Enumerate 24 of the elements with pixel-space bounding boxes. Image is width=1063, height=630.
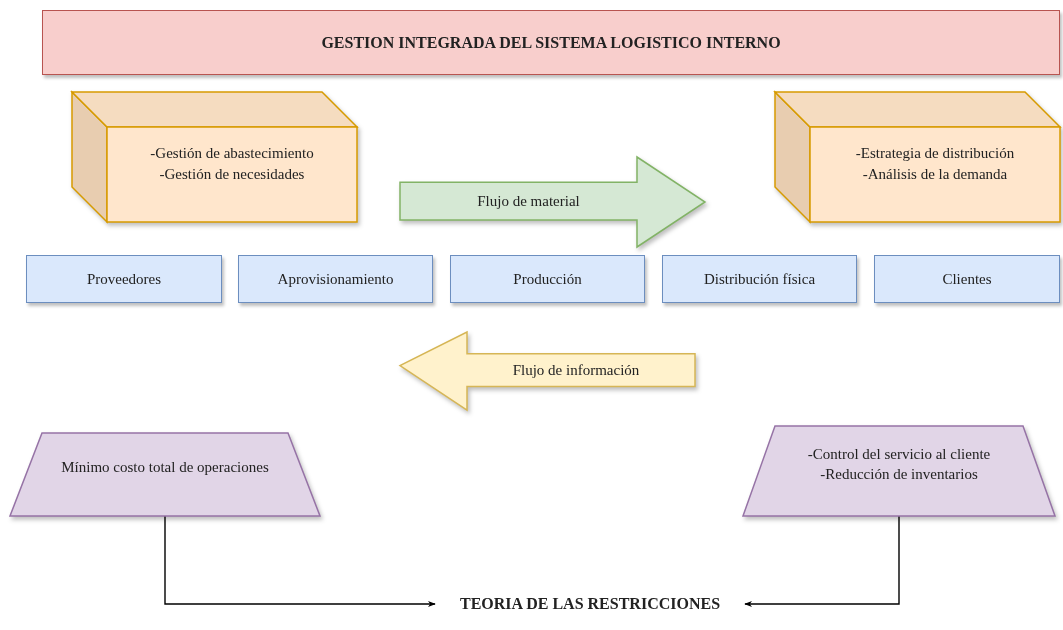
node-text: Clientes — [942, 269, 992, 289]
title-banner — [42, 10, 1060, 75]
process-box — [238, 255, 433, 303]
node-text: Distribución física — [703, 269, 816, 289]
node-text: -Análisis de la demanda — [862, 164, 1008, 184]
node-text: Proveedores — [86, 269, 162, 289]
connector-arrow — [164, 515, 436, 608]
node-text: GESTION INTEGRADA DEL SISTEMA LOGISTICO INTERNO — [321, 32, 781, 53]
process-box — [450, 255, 645, 303]
connector-arrow — [744, 515, 900, 608]
node-text: -Gestión de necesidades — [159, 164, 305, 184]
node-text: Mínimo costo total de operaciones — [61, 458, 269, 478]
node-text: Aprovisionamiento — [277, 269, 394, 289]
node-text: Producción — [513, 269, 582, 289]
node-text: TEORIA DE LAS RESTRICCIONES — [459, 594, 721, 615]
node-text: -Reducción de inventarios — [820, 465, 978, 484]
process-box — [26, 255, 222, 303]
process-box — [662, 255, 857, 303]
node-text: -Control del servicio al cliente — [807, 444, 991, 464]
node-text: -Estrategia de distribución — [855, 144, 1015, 164]
process-box — [874, 255, 1060, 303]
node-text: -Gestión de abastecimiento — [150, 144, 314, 164]
node-text: Flujo de material — [477, 191, 580, 211]
node-text: Flujo de información — [512, 361, 640, 381]
